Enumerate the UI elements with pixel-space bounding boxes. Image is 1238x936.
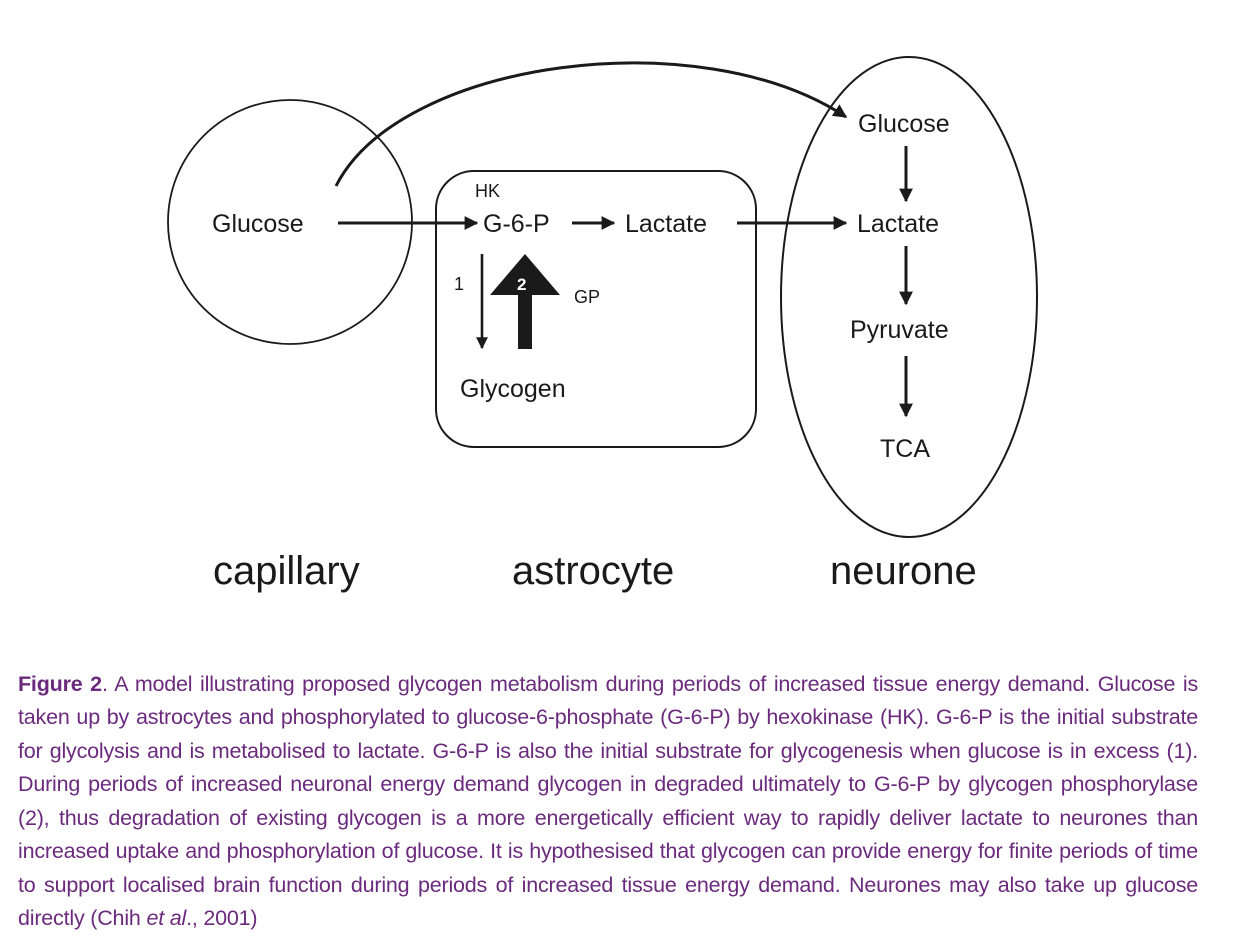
neurone-tca-label: TCA <box>880 435 930 463</box>
hk-label: HK <box>475 181 500 201</box>
neurone-pyruvate-label: Pyruvate <box>850 316 949 344</box>
figure-label: Figure 2 <box>18 671 102 696</box>
gp-label: GP <box>574 287 600 307</box>
direct-glucose-uptake-arrow <box>334 61 848 187</box>
path-2-label: 2 <box>517 275 526 294</box>
g6p-label: G-6-P <box>483 210 550 238</box>
neurone-compartment-label: neurone <box>830 549 977 593</box>
astrocyte-compartment-label: astrocyte <box>512 549 674 593</box>
neurone-ellipse <box>780 56 1038 538</box>
path-1-label: 1 <box>454 274 464 294</box>
metabolism-diagram: Glucose HK G-6-P Lactate 1 2 GP Glycogen… <box>167 56 1038 593</box>
caption-body: . A model illustrating proposed glycogen… <box>18 671 1198 931</box>
astrocyte-lactate-label: Lactate <box>625 210 707 238</box>
glycogenolysis-arrow <box>490 254 560 349</box>
capillary-compartment-label: capillary <box>213 549 360 593</box>
caption-citation-end: ., 2001) <box>186 906 258 930</box>
neurone-glucose-label: Glucose <box>858 110 950 138</box>
neurone-lactate-label: Lactate <box>857 210 939 238</box>
capillary-glucose-label: Glucose <box>212 210 304 238</box>
astrocyte-box <box>435 170 757 448</box>
glycogen-label: Glycogen <box>460 375 566 403</box>
caption-citation-italic: et al <box>146 906 187 930</box>
figure-caption: Figure 2. A model illustrating proposed … <box>18 668 1198 936</box>
